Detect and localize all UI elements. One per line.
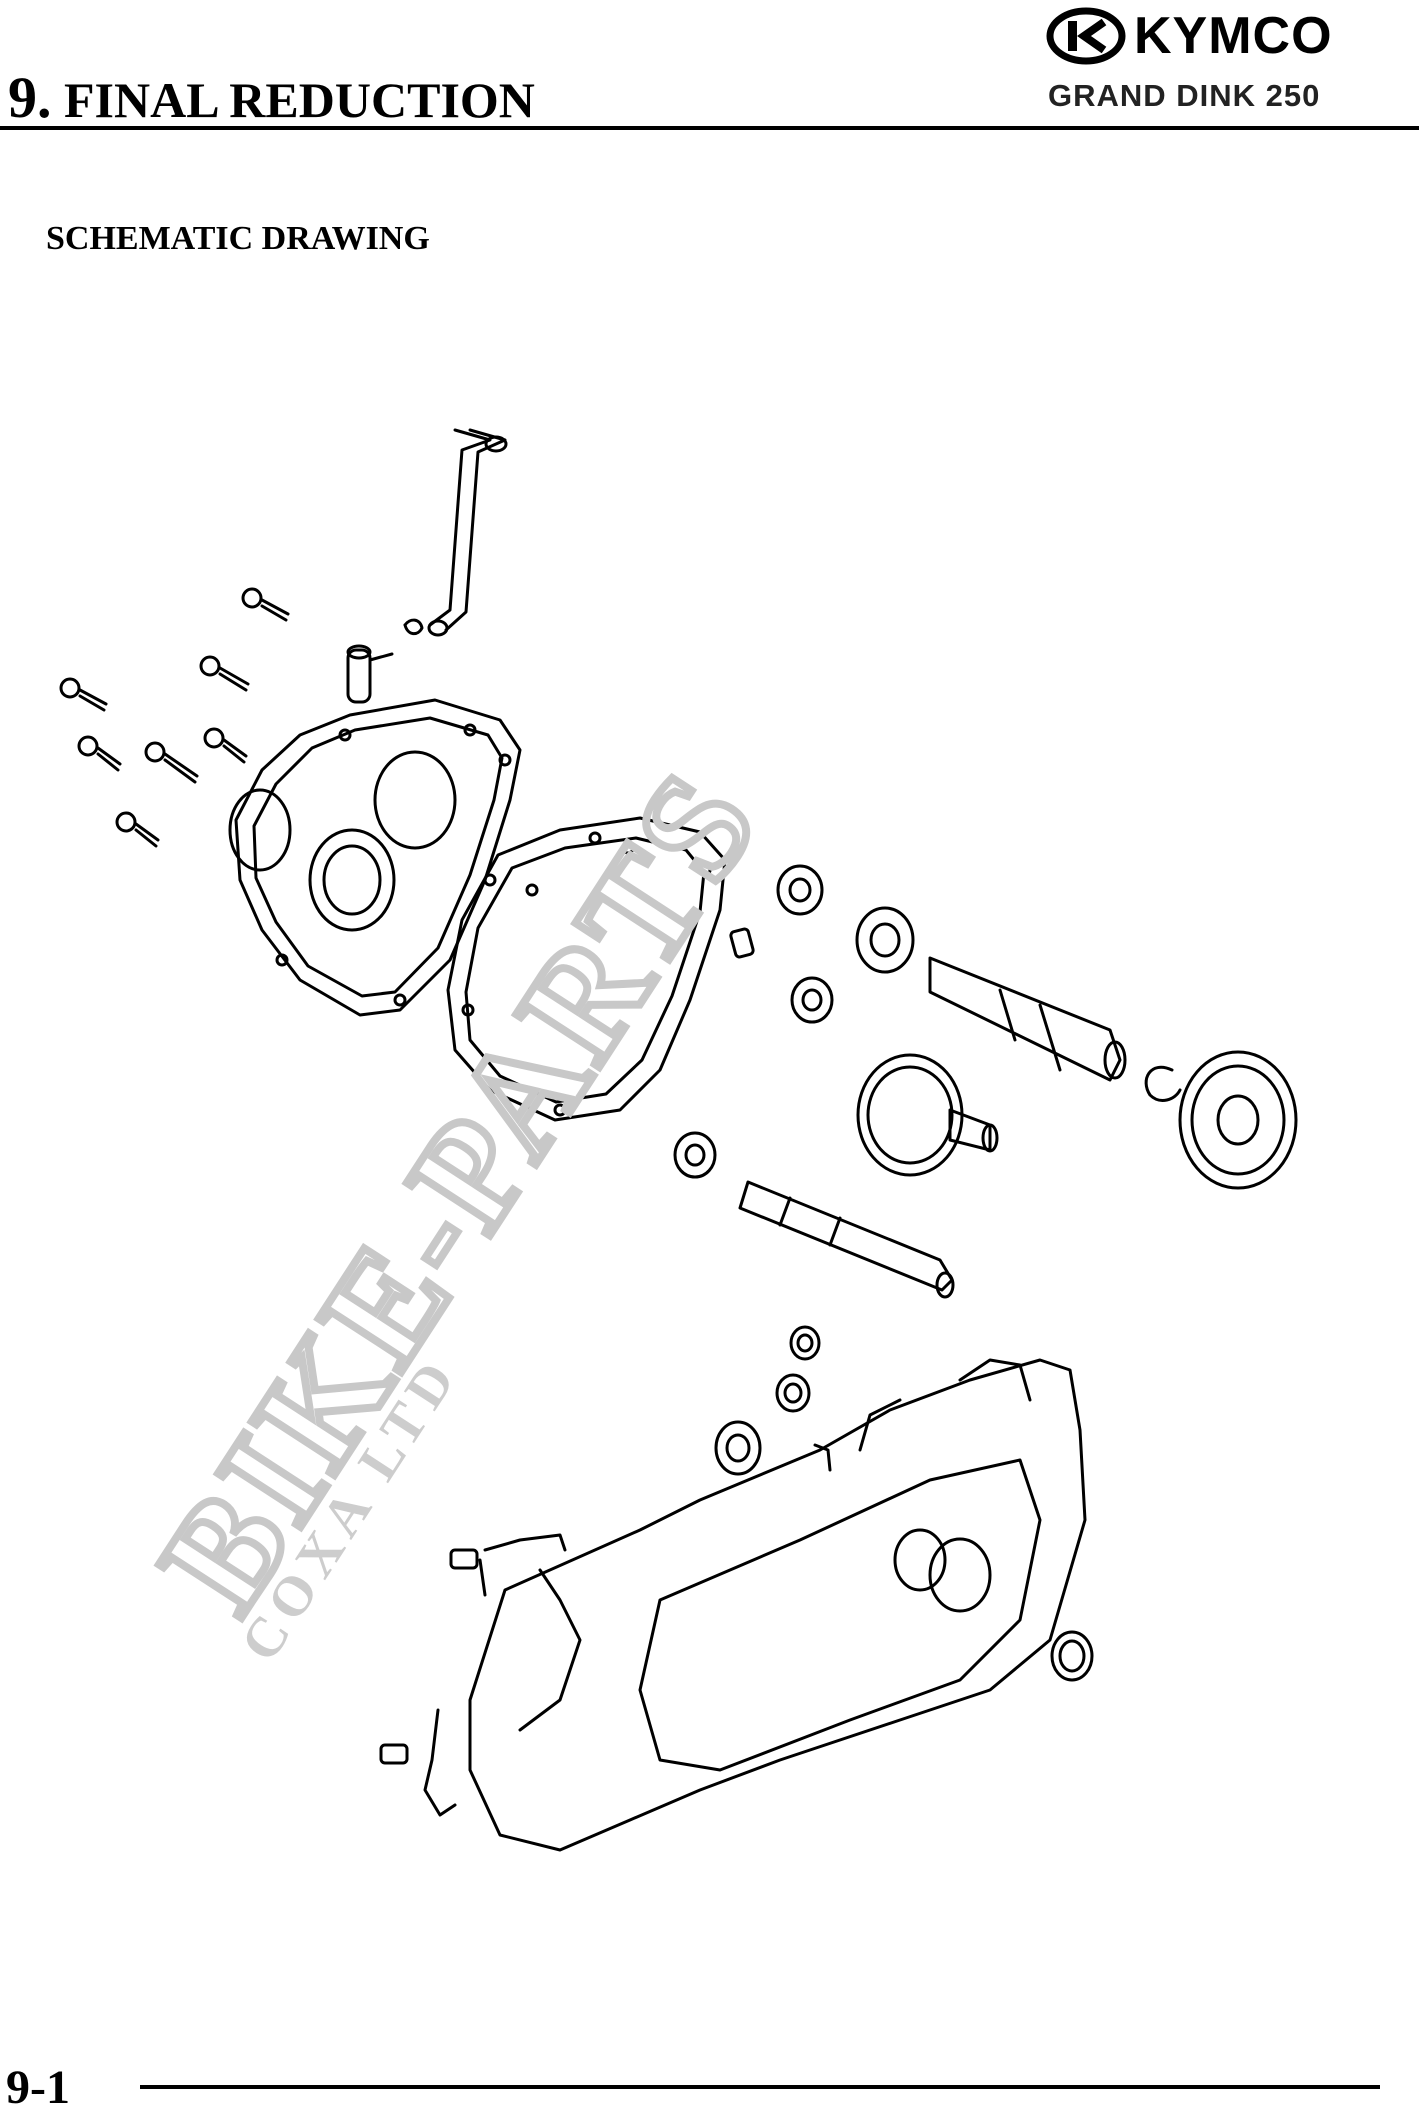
oil-seal: [789, 1325, 821, 1361]
bolt: [203, 727, 248, 764]
bolt: [241, 587, 290, 622]
dowel-pin: [449, 1548, 479, 1570]
model-name: GRAND DINK 250: [1048, 78, 1321, 113]
page-number: 9-1: [6, 2061, 70, 2114]
chapter-title: FINAL REDUCTION: [64, 72, 535, 128]
hose-clip: [478, 1533, 567, 1597]
bolt: [144, 741, 199, 784]
footer-rule: [140, 2085, 1380, 2089]
breather-tube: [427, 428, 508, 637]
bolt: [59, 677, 108, 712]
bolt: [77, 735, 122, 772]
chapter-heading: 9. FINAL REDUCTION: [8, 64, 535, 131]
drive-shaft: [738, 1180, 955, 1299]
bearing: [714, 1420, 762, 1476]
bearing: [776, 864, 824, 916]
brand-name: KYMCO: [1134, 7, 1333, 65]
bearing: [673, 1131, 717, 1179]
counter-gear: [856, 1053, 999, 1177]
kymco-emblem-icon: [1046, 7, 1126, 65]
left-crankcase: [468, 1358, 1087, 1852]
tube-clip: [403, 618, 424, 636]
final-shaft: [928, 956, 1127, 1082]
bolt: [115, 811, 160, 848]
final-reduction-cover: [228, 698, 522, 1017]
oil-seal: [1050, 1630, 1094, 1682]
page-header: 9. FINAL REDUCTION KYMCO GRAND DINK 250: [0, 0, 1419, 140]
circlip: [1144, 1065, 1182, 1102]
bearing: [855, 906, 915, 974]
header-rule: [0, 126, 1419, 130]
kymco-logo: KYMCO: [1046, 6, 1396, 68]
schematic-drawing: [59, 428, 1298, 1852]
oil-seal: [775, 1373, 811, 1413]
dowel-pin: [729, 927, 755, 959]
crankcase-gasket-wire: [423, 1708, 457, 1817]
bearing: [790, 976, 834, 1024]
final-gear: [1178, 1050, 1298, 1190]
dowel-pin: [379, 1743, 409, 1765]
bolt: [199, 655, 250, 692]
chapter-number: 9.: [8, 65, 52, 130]
cover-gasket: [446, 816, 727, 1122]
section-title: SCHEMATIC DRAWING: [46, 220, 430, 257]
breather-joint: [346, 644, 394, 704]
